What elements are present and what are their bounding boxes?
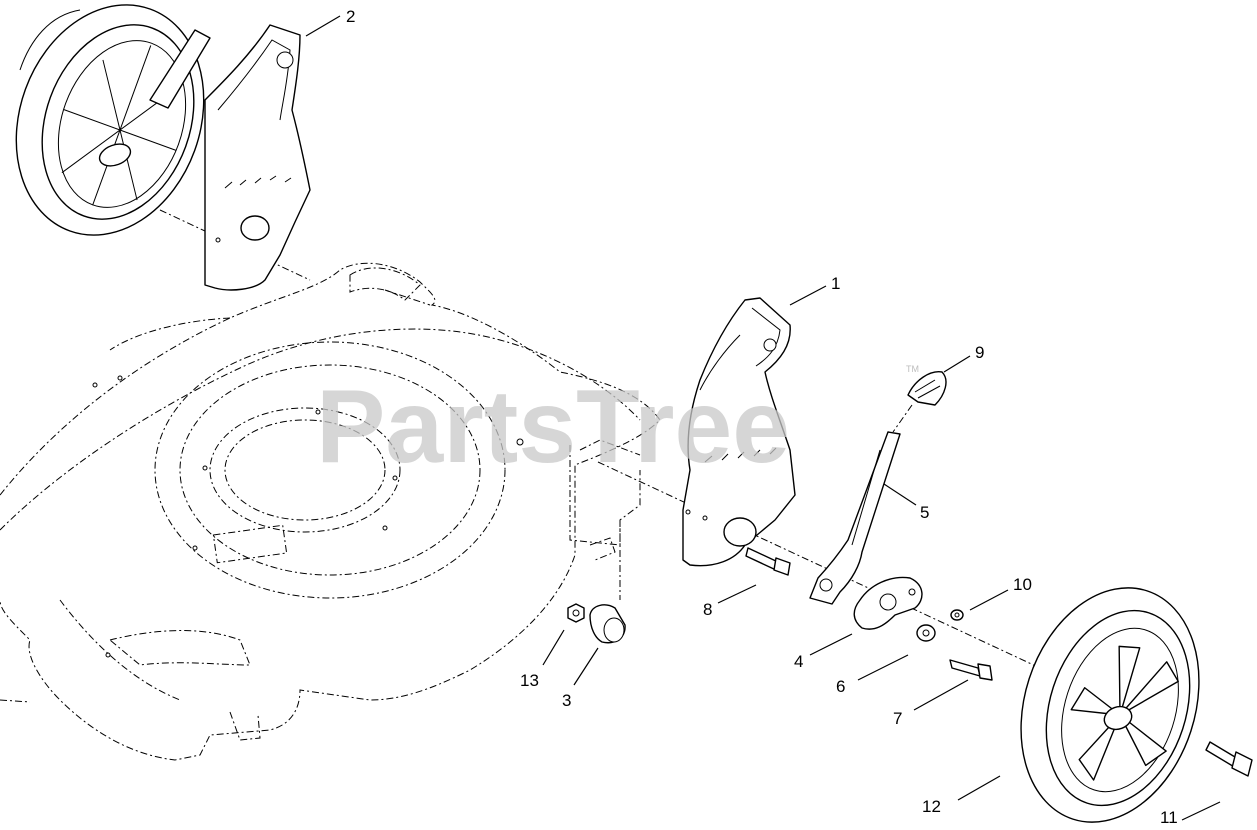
washer bbox=[916, 624, 936, 642]
callout-leaders bbox=[305, 15, 1221, 821]
watermark-text: PartsTree bbox=[316, 369, 790, 485]
height-adjust-lever bbox=[809, 404, 913, 605]
callout-9: 9 bbox=[975, 343, 984, 362]
wheel-bolt bbox=[1205, 741, 1253, 777]
mower-deck-outline bbox=[0, 262, 661, 761]
axle-centerline bbox=[597, 461, 1041, 669]
callout-8: 8 bbox=[703, 600, 712, 619]
small-washer bbox=[950, 609, 964, 621]
callout-10: 10 bbox=[1013, 575, 1032, 594]
front-wheel bbox=[1020, 587, 1200, 823]
hex-nut bbox=[567, 603, 585, 623]
watermark-trademark: TM bbox=[906, 364, 919, 374]
shoulder-bolt bbox=[949, 659, 993, 681]
callout-11: 11 bbox=[1160, 808, 1178, 827]
callout-3: 3 bbox=[562, 691, 571, 710]
front-height-bracket bbox=[682, 297, 796, 567]
callout-6: 6 bbox=[836, 677, 845, 696]
pivot-plate bbox=[853, 576, 923, 630]
callout-13: 13 bbox=[520, 671, 539, 690]
callout-5: 5 bbox=[920, 503, 929, 522]
height-adjust-knob bbox=[907, 371, 947, 406]
callout-4: 4 bbox=[794, 652, 803, 671]
rear-wheel-assembly bbox=[15, 4, 211, 236]
callout-12: 12 bbox=[922, 797, 941, 816]
bracket-bolt bbox=[745, 547, 791, 576]
rear-height-bracket bbox=[204, 24, 311, 291]
callout-1: 1 bbox=[831, 274, 840, 293]
callout-2: 2 bbox=[346, 7, 355, 26]
rear-axle-centerline bbox=[159, 209, 311, 281]
callout-7: 7 bbox=[893, 709, 902, 728]
pivot-bushing bbox=[589, 604, 626, 644]
